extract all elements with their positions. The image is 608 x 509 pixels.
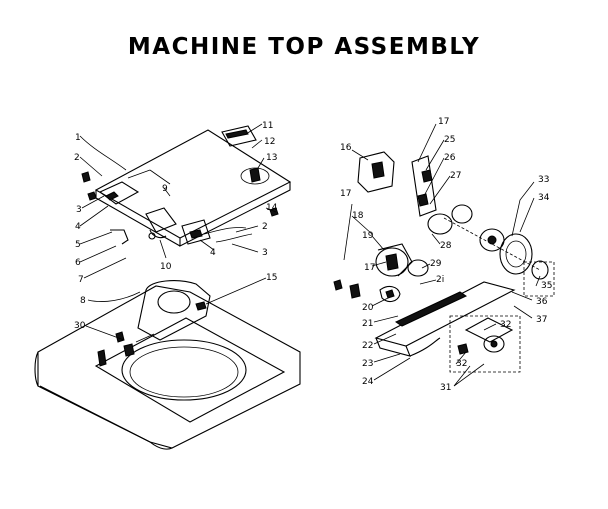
callout-29: 29 (430, 259, 442, 269)
callout-5: 5 (75, 240, 81, 250)
callout-8: 8 (80, 296, 86, 306)
callout-6: 6 (75, 258, 81, 268)
callout-18: 18 (352, 211, 364, 221)
timer-bracket-16 (357, 151, 395, 193)
callout-2: 2 (74, 153, 80, 163)
callout-31: 31 (440, 383, 451, 393)
callout-34: 34 (538, 193, 550, 203)
timer-motor-19 (375, 243, 413, 277)
callout-11: 11 (262, 121, 273, 131)
callout-26: 26 (444, 153, 456, 163)
callout-7: 7 (78, 275, 84, 285)
callout-37: 37 (536, 315, 547, 325)
callout-23: 23 (362, 359, 373, 369)
callout-4: 4 (75, 222, 81, 232)
callout-2b: 2 (262, 222, 268, 232)
callout-14: 14 (266, 203, 278, 213)
callout-28: 28 (440, 241, 452, 251)
callout-17b: 17 (340, 189, 351, 199)
callout-16: 16 (340, 143, 352, 153)
callout-36: 36 (536, 297, 548, 307)
callout-9: 9 (162, 184, 168, 194)
callout-24: 24 (362, 377, 374, 387)
callout-19: 19 (362, 231, 374, 241)
callout-17a: 17 (438, 117, 449, 127)
callout-25: 25 (444, 135, 455, 145)
leader-lines (79, 123, 541, 387)
knob-parts-28-29-20 (333, 259, 429, 303)
control-bracket-25-26 (411, 155, 437, 217)
callout-12: 12 (264, 137, 275, 147)
callout-2i: 2i (436, 275, 444, 285)
top-lid-panel (94, 129, 292, 247)
dashed-callout-box (449, 261, 555, 373)
callout-20: 20 (362, 303, 374, 313)
callout-17c: 17 (364, 263, 375, 273)
callout-22: 22 (362, 341, 373, 351)
callout-27: 27 (450, 171, 461, 181)
callout-21: 21 (362, 319, 373, 329)
callout-35: 35 (541, 281, 552, 291)
callout-15: 15 (266, 273, 277, 283)
callout-3b: 3 (262, 248, 268, 258)
callout-10: 10 (160, 262, 172, 272)
callout-13: 13 (266, 153, 277, 163)
left-hinge-bracket-parts (81, 171, 279, 245)
diagram-title: MACHINE TOP ASSEMBLY (127, 34, 481, 60)
callout-33: 33 (538, 175, 549, 185)
callout-1: 1 (75, 133, 81, 143)
dial-and-wheel-parts (427, 204, 549, 280)
callout-30: 30 (74, 321, 86, 331)
callout-labels: 1 2 3 4 5 6 7 8 30 9 10 4 2 3 11 12 13 1… (74, 117, 552, 393)
console-backguard (374, 281, 516, 357)
callout-32a: 32 (500, 320, 511, 330)
callout-4b: 4 (210, 248, 216, 258)
callout-3: 3 (76, 205, 82, 215)
switch-part-11 (221, 125, 257, 147)
machine-top-base (34, 280, 301, 450)
callout-32b: 32 (456, 359, 467, 369)
